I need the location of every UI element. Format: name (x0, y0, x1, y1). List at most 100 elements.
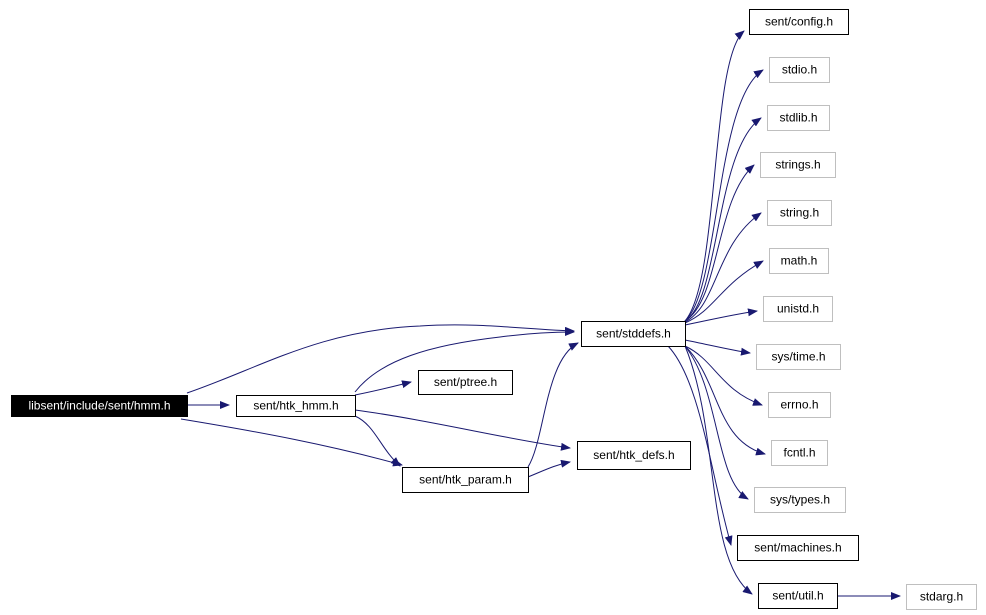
edge-line (684, 30, 745, 322)
node-htk-hmm[interactable]: sent/htk_hmm.h (236, 395, 356, 417)
edge-line (354, 380, 412, 396)
edge-stddefs-to-config (684, 30, 745, 322)
edge-stddefs-to-unistd (684, 308, 758, 326)
node-label: fcntl.h (783, 446, 815, 460)
edge-line (354, 415, 401, 467)
node-label: sent/util.h (772, 589, 823, 603)
node-unistd: unistd.h (763, 296, 833, 322)
node-math: math.h (769, 248, 829, 274)
node-box (769, 248, 829, 274)
node-box (749, 9, 849, 35)
edge-htk_param-to-htk_defs (527, 459, 571, 478)
edge-line (527, 459, 571, 478)
node-box (767, 105, 830, 131)
node-label: sent/htk_param.h (419, 473, 512, 487)
edge-htk_hmm-to-ptree (354, 380, 412, 396)
node-box (756, 344, 841, 370)
edge-stddefs-to-fcntl (684, 345, 766, 456)
node-label: math.h (781, 254, 818, 268)
node-config[interactable]: sent/config.h (749, 9, 849, 35)
edge-line (684, 345, 766, 456)
node-systime: sys/time.h (756, 344, 841, 370)
edge-htk_hmm-to-stddefs (354, 328, 575, 393)
node-box (763, 296, 833, 322)
node-box (906, 584, 977, 610)
edge-line (354, 409, 571, 451)
node-machines[interactable]: sent/machines.h (737, 535, 859, 561)
edge-line (667, 345, 733, 546)
node-box (767, 200, 832, 226)
edge-htk_hmm-to-htk_defs (354, 409, 571, 451)
node-box (737, 535, 859, 561)
edge-htk_param-to-stddefs (527, 342, 579, 468)
node-errno: errno.h (768, 392, 831, 418)
edge-line (527, 342, 579, 468)
edge-line (180, 418, 403, 467)
edge-stddefs-to-stdio (684, 69, 764, 322)
node-box (760, 152, 836, 178)
node-util[interactable]: sent/util.h (758, 583, 838, 609)
edge-line (684, 308, 758, 326)
node-box (402, 467, 529, 493)
node-box (769, 57, 830, 83)
node-hmm[interactable]: libsent/include/sent/hmm.h (11, 395, 188, 417)
edge-line (684, 117, 762, 322)
node-htk-param[interactable]: sent/htk_param.h (402, 467, 529, 493)
node-box (236, 395, 356, 417)
node-stddefs[interactable]: sent/stddefs.h (581, 321, 686, 347)
node-label: sent/stddefs.h (596, 327, 671, 341)
node-label: stdlib.h (779, 111, 817, 125)
node-label: libsent/include/sent/hmm.h (28, 399, 170, 413)
node-label: unistd.h (777, 302, 819, 316)
node-systypes: sys/types.h (754, 487, 846, 513)
node-box (758, 583, 838, 609)
edge-line (354, 328, 575, 393)
node-box (754, 487, 846, 513)
node-string: string.h (767, 200, 832, 226)
edge-stddefs-to-stdlib (684, 117, 762, 322)
node-label: errno.h (780, 398, 818, 412)
node-fcntl: fcntl.h (771, 440, 828, 466)
node-label: sent/machines.h (754, 541, 841, 555)
nodes-layer: libsent/include/sent/hmm.h sent/htk_hmm.h… (11, 9, 977, 610)
edge-hmm-to-htk_param (180, 418, 403, 467)
node-box (768, 392, 831, 418)
edge-line (186, 324, 575, 394)
edge-line (684, 339, 751, 356)
node-label: strings.h (775, 158, 820, 172)
node-stdlib: stdlib.h (767, 105, 830, 131)
edge-stddefs-to-systime (684, 339, 751, 356)
edge-htk_hmm-to-htk_param (354, 415, 401, 467)
node-label: sent/ptree.h (434, 375, 497, 389)
node-label: sent/htk_defs.h (593, 448, 674, 462)
edge-line (684, 345, 749, 500)
edge-stddefs-to-math (684, 260, 764, 324)
node-label: sent/htk_hmm.h (253, 399, 338, 413)
edge-stddefs-to-string (684, 212, 762, 323)
edge-stddefs-to-strings (684, 164, 755, 322)
node-htk-defs[interactable]: sent/htk_defs.h (577, 441, 691, 470)
edge-line (684, 345, 753, 595)
node-ptree[interactable]: sent/ptree.h (418, 370, 513, 395)
node-label: stdarg.h (920, 590, 963, 604)
node-label: string.h (780, 206, 819, 220)
edge-stddefs-to-machines (667, 345, 733, 546)
node-label: sent/config.h (765, 15, 833, 29)
edge-stddefs-to-errno (684, 345, 763, 406)
node-box (771, 440, 828, 466)
edge-line (684, 345, 763, 406)
edge-line (684, 212, 762, 323)
node-stdarg: stdarg.h (906, 584, 977, 610)
node-box (581, 321, 686, 347)
node-box (577, 441, 691, 470)
edge-line (684, 260, 764, 324)
node-box (11, 395, 188, 417)
node-label: sys/time.h (771, 350, 825, 364)
node-box (418, 370, 513, 395)
edges-layer (180, 30, 901, 600)
edge-line (684, 69, 764, 322)
edge-stddefs-to-util (684, 345, 753, 595)
edge-line (684, 164, 755, 322)
node-label: sys/types.h (770, 493, 830, 507)
